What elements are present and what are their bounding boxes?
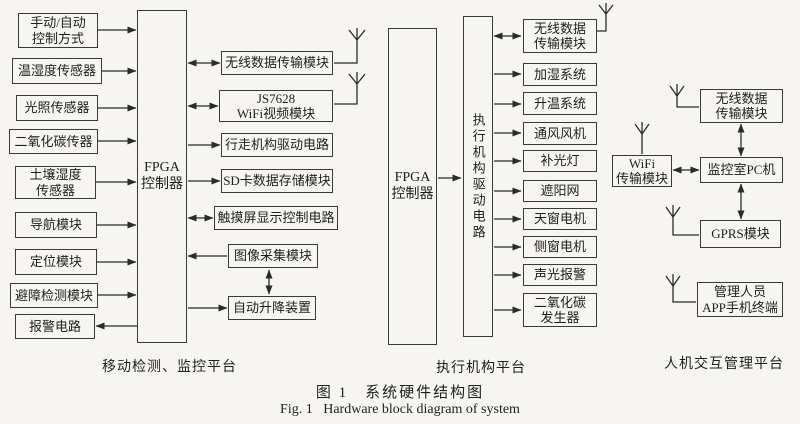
actuator-platform-label: 执行机构平台 bbox=[436, 361, 526, 376]
ventilation-fan-box: 通风风机 bbox=[523, 122, 597, 145]
mobile-platform-label: 移动检测、监控平台 bbox=[102, 360, 237, 375]
humidifier-system-box: 加湿系统 bbox=[523, 63, 597, 86]
driver-to-actuator-arrows bbox=[493, 32, 522, 314]
side-window-motor-box: 侧窗电机 bbox=[523, 236, 597, 258]
figure-caption-cn: 图 1 系统硬件结构图 bbox=[315, 385, 485, 401]
temp-humidity-sensor-box: 温湿度传感器 bbox=[12, 58, 102, 84]
manager-app-terminal-box: 管理人员 APP手机终端 bbox=[697, 282, 783, 317]
hmi-platform-label: 人机交互管理平台 bbox=[664, 357, 784, 372]
alarm-circuit-box: 报警电路 bbox=[15, 314, 95, 339]
antenna-icon bbox=[669, 84, 699, 108]
wifi-transmission-module-box: WiFi 传输模块 bbox=[612, 155, 672, 187]
fpga1-to-module-arrows bbox=[187, 59, 273, 312]
touchscreen-control-box: 触摸屏显示控制电路 bbox=[214, 206, 338, 230]
co2-sensor-box: 二氧化碳传器 bbox=[9, 129, 98, 154]
manual-auto-control-box: 手动/自动 控制方式 bbox=[18, 13, 98, 48]
antenna-icon bbox=[634, 122, 650, 154]
fpga1-controller-box: FPGA 控制器 bbox=[137, 10, 187, 343]
heating-system-box: 升温系统 bbox=[523, 92, 597, 115]
wireless-data-module1-box: 无线数据传输模块 bbox=[221, 51, 333, 75]
wifi-video-module-box: JS7628 WiFi视频模块 bbox=[219, 90, 333, 122]
co2-generator-box: 二氧化碳 发生器 bbox=[523, 293, 597, 327]
antenna-icon bbox=[665, 205, 699, 236]
positioning-module-box: 定位模块 bbox=[15, 249, 97, 275]
sensor-to-fpga1-arrows bbox=[95, 26, 137, 330]
monitor-room-pc-box: 监控室PC机 bbox=[700, 157, 783, 183]
actuator-driver-circuit-box: 执行机构驱动电路 bbox=[463, 16, 493, 337]
image-capture-module-box: 图像采集模块 bbox=[228, 244, 318, 268]
hmi-link-arrows bbox=[672, 123, 745, 220]
antenna-icon bbox=[334, 28, 366, 64]
soil-moisture-sensor-box: 土壤湿度 传感器 bbox=[15, 166, 96, 199]
fill-light-box: 补光灯 bbox=[523, 150, 597, 172]
antenna-icon bbox=[665, 274, 696, 303]
skylight-motor-box: 天窗电机 bbox=[523, 208, 597, 230]
wireless-data-module3-box: 无线数据 传输模块 bbox=[700, 89, 783, 123]
gprs-module-box: GPRS模块 bbox=[700, 220, 781, 248]
wireless-data-module2-box: 无线数据 传输模块 bbox=[523, 19, 597, 53]
sound-light-alarm-box: 声光报警 bbox=[523, 264, 597, 286]
shade-net-box: 遮阳网 bbox=[523, 180, 597, 202]
walking-drive-circuit-box: 行走机构驱动电路 bbox=[221, 133, 333, 157]
auto-lift-device-box: 自动升降装置 bbox=[228, 296, 316, 320]
antenna-icon bbox=[334, 72, 366, 105]
figure-caption-en: Fig. 1 Hardware block diagram of system bbox=[280, 402, 520, 417]
fpga2-controller-box: FPGA 控制器 bbox=[388, 28, 437, 345]
light-sensor-box: 光照传感器 bbox=[16, 95, 98, 121]
navigation-module-box: 导航模块 bbox=[15, 212, 97, 238]
antenna-icon bbox=[597, 3, 614, 32]
sd-storage-module-box: SD卡数据存储模块 bbox=[221, 169, 333, 193]
obstacle-detection-module-box: 避障检测模块 bbox=[10, 283, 98, 308]
